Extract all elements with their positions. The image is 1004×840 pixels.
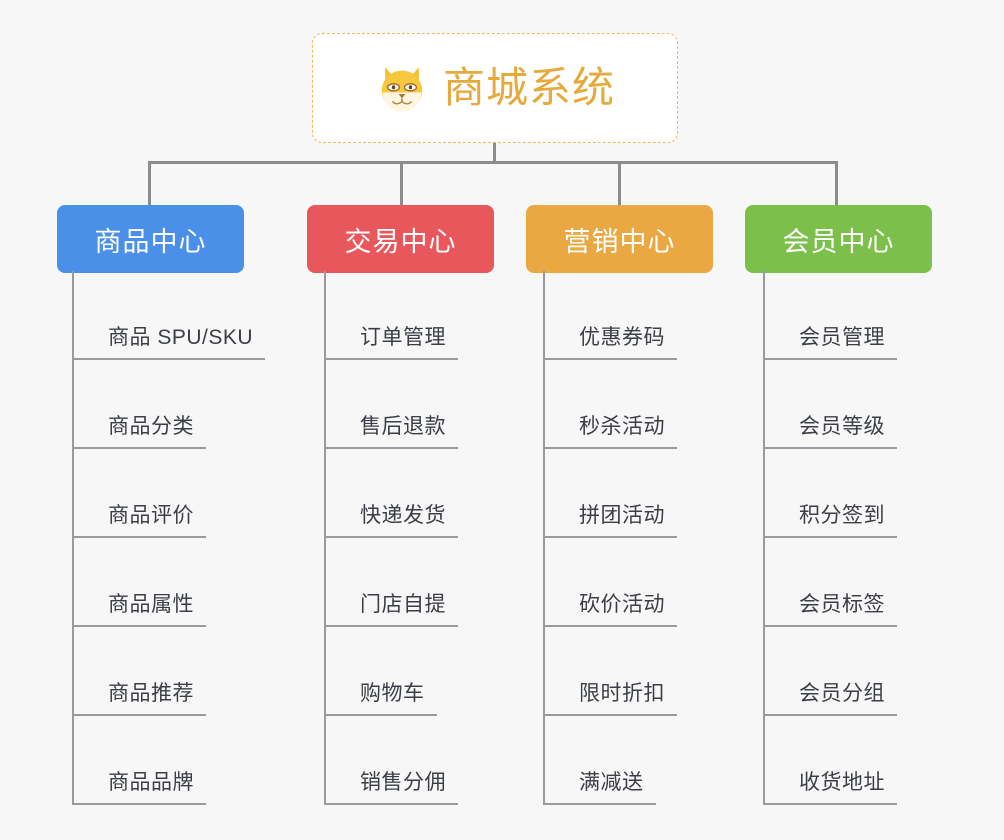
leaf-item-underline bbox=[763, 536, 897, 538]
leaf-item-label: 商品评价 bbox=[108, 504, 194, 527]
leaf-item-label: 购物车 bbox=[360, 682, 425, 705]
leaf-item-label: 秒杀活动 bbox=[579, 415, 665, 438]
leaf-item-underline bbox=[543, 358, 677, 360]
leaf-item-underline bbox=[763, 625, 897, 627]
leaf-item-underline bbox=[543, 803, 656, 805]
leaf-item-label: 会员等级 bbox=[799, 415, 885, 438]
leaf-item-underline bbox=[72, 803, 206, 805]
connector-root-stem bbox=[493, 143, 496, 163]
connector-drop-1 bbox=[148, 161, 151, 205]
leaf-item-label: 会员管理 bbox=[799, 326, 885, 349]
connector-drop-2 bbox=[400, 161, 403, 205]
leaf-item-underline bbox=[763, 447, 897, 449]
connector-drop-4 bbox=[835, 161, 838, 205]
leaf-item-label: 商品品牌 bbox=[108, 771, 194, 794]
leaf-item-label: 积分签到 bbox=[799, 504, 885, 527]
leaf-item-label: 砍价活动 bbox=[579, 593, 665, 616]
category-label: 营销中心 bbox=[563, 226, 676, 257]
leaf-item-label: 满减送 bbox=[579, 771, 644, 794]
leaf-item-label: 会员分组 bbox=[799, 682, 885, 705]
root-node-mall-system[interactable]: 商城系统 bbox=[312, 33, 678, 143]
leaf-item-underline bbox=[324, 447, 458, 449]
dog-face-emoji bbox=[381, 67, 423, 112]
leaf-item-label: 售后退款 bbox=[360, 415, 446, 438]
leaf-item-underline bbox=[324, 714, 437, 716]
leaf-item-label: 会员标签 bbox=[799, 593, 885, 616]
connector-horizontal-bus bbox=[148, 161, 838, 164]
leaf-item-label: 订单管理 bbox=[360, 326, 446, 349]
category-label: 会员中心 bbox=[782, 226, 895, 257]
leaf-item-label: 商品分类 bbox=[108, 415, 194, 438]
branch-trunk-line bbox=[324, 271, 326, 805]
leaf-item-underline bbox=[543, 447, 677, 449]
leaf-item-label: 快递发货 bbox=[360, 504, 446, 527]
leaf-item-underline bbox=[324, 803, 458, 805]
leaf-item-underline bbox=[72, 536, 206, 538]
leaf-item-underline bbox=[543, 714, 677, 716]
leaf-item-underline bbox=[324, 536, 458, 538]
category-label: 交易中心 bbox=[344, 226, 457, 257]
leaf-item-label: 拼团活动 bbox=[579, 504, 665, 527]
connector-drop-3 bbox=[618, 161, 621, 205]
leaf-item-underline bbox=[763, 358, 897, 360]
leaf-item-underline bbox=[324, 625, 458, 627]
category-box-marketing-center[interactable]: 营销中心 bbox=[526, 205, 713, 273]
leaf-item-label: 限时折扣 bbox=[579, 682, 665, 705]
category-label: 商品中心 bbox=[94, 226, 207, 257]
branch-trunk-line bbox=[72, 271, 74, 805]
leaf-item-label: 收货地址 bbox=[799, 771, 885, 794]
leaf-item-underline bbox=[763, 714, 897, 716]
branch-trunk-line bbox=[543, 271, 545, 805]
leaf-item-underline bbox=[763, 803, 897, 805]
category-box-member-center[interactable]: 会员中心 bbox=[745, 205, 932, 273]
leaf-item-label: 销售分佣 bbox=[360, 771, 446, 794]
category-box-trade-center[interactable]: 交易中心 bbox=[307, 205, 494, 273]
leaf-item-underline bbox=[72, 714, 206, 716]
root-title: 商城系统 bbox=[442, 64, 615, 111]
leaf-item-underline bbox=[72, 625, 206, 627]
leaf-item-underline bbox=[543, 536, 677, 538]
category-box-product-center[interactable]: 商品中心 bbox=[57, 205, 244, 273]
leaf-item-underline bbox=[324, 358, 458, 360]
leaf-item-label: 商品属性 bbox=[108, 593, 194, 616]
branch-trunk-line bbox=[763, 271, 765, 805]
leaf-item-label: 商品 SPU/SKU bbox=[108, 326, 254, 349]
leaf-item-underline bbox=[72, 358, 265, 360]
leaf-item-label: 门店自提 bbox=[360, 593, 446, 616]
leaf-item-label: 优惠券码 bbox=[579, 326, 665, 349]
leaf-item-label: 商品推荐 bbox=[108, 682, 194, 705]
leaf-item-underline bbox=[72, 447, 206, 449]
leaf-item-underline bbox=[543, 625, 677, 627]
